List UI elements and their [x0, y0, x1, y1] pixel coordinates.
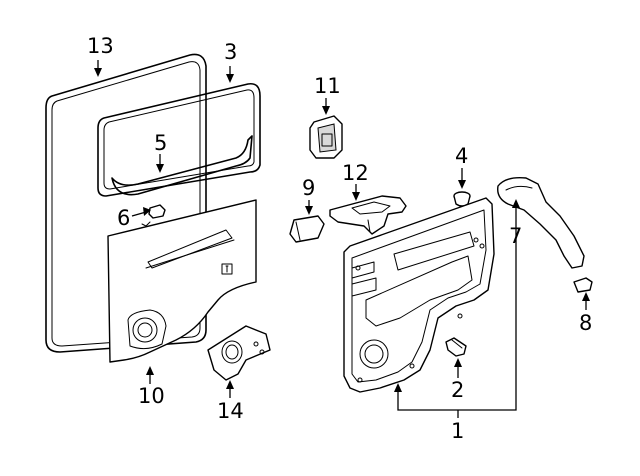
armrest-trim-part [497, 176, 585, 269]
callout-3: 3 [224, 40, 237, 64]
callout-labels: 13 3 5 6 11 12 9 4 7 8 10 14 2 1 [87, 34, 592, 443]
callout-7: 7 [509, 224, 522, 248]
callout-9: 9 [302, 176, 315, 200]
callout-14: 14 [217, 399, 244, 423]
callout-12: 12 [342, 161, 369, 185]
switch-module-part [309, 115, 343, 159]
callout-13: 13 [87, 34, 114, 58]
handle-bezel-part [329, 195, 407, 235]
weatherstrip-outer-part [45, 53, 207, 353]
leader-lines [94, 60, 590, 418]
switch-bezel-part [289, 215, 325, 243]
clip-part-6 [148, 204, 166, 219]
callout-5: 5 [154, 131, 167, 155]
speaker-bracket-part [207, 325, 271, 381]
callout-2: 2 [451, 378, 464, 402]
belt-moulding-part [111, 135, 253, 196]
callout-10: 10 [138, 384, 165, 408]
door-panel-left-part [107, 199, 257, 363]
door-trim-panel-part [343, 197, 495, 393]
cap-part-8 [573, 277, 593, 293]
callout-11: 11 [314, 74, 341, 98]
window-seal-part [97, 82, 261, 197]
callout-8: 8 [579, 311, 592, 335]
callout-1: 1 [451, 419, 464, 443]
callout-4: 4 [455, 144, 468, 168]
push-pin-part [445, 337, 467, 357]
callout-6: 6 [117, 206, 130, 230]
